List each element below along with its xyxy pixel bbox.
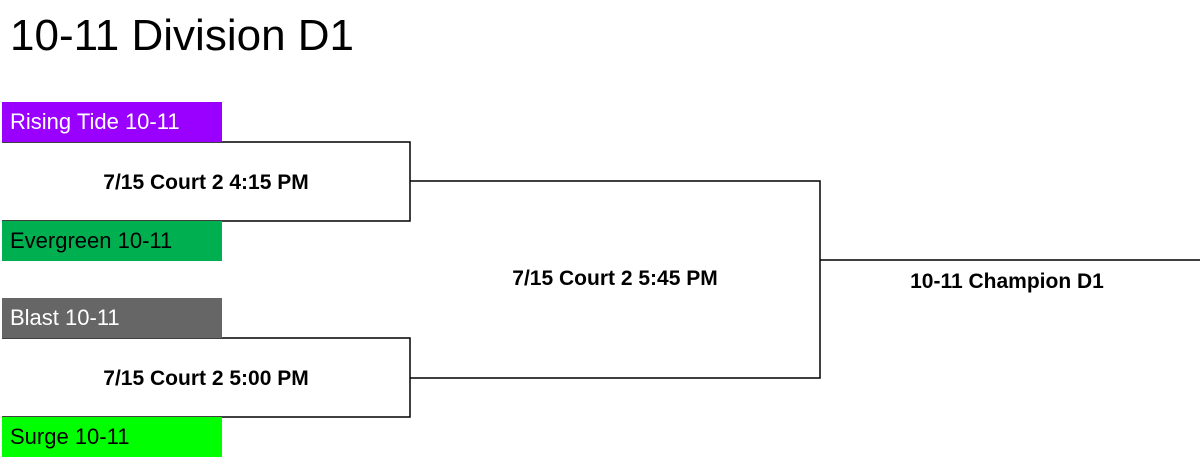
champion-label: 10-11 Champion D1 (910, 270, 1104, 293)
team-rising-tide: Rising Tide 10-11 (2, 102, 222, 142)
team-surge: Surge 10-11 (2, 417, 222, 457)
bracket-title: 10-11 Division D1 (10, 11, 355, 60)
bracket-line-final (410, 180, 821, 379)
final-match-label: 7/15 Court 2 5:45 PM (512, 267, 718, 290)
match-1-label: 7/15 Court 2 4:15 PM (103, 171, 309, 194)
match-2-label: 7/15 Court 2 5:00 PM (103, 367, 309, 390)
team-evergreen: Evergreen 10-11 (2, 221, 222, 261)
team-blast: Blast 10-11 (2, 298, 222, 338)
